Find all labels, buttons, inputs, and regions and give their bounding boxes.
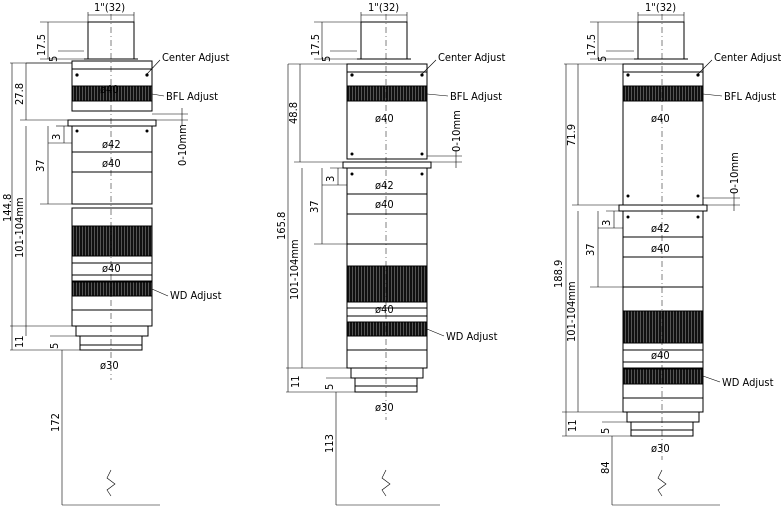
lens-1-d42: ø42 (102, 138, 121, 151)
lens-2-upper-length: 48.8 (287, 102, 300, 124)
lens-3-wd-range: 101-104mm (565, 281, 578, 342)
lens-3-dim-3: 3 (600, 220, 613, 226)
lens-2-dim-17-5: 17.5 (309, 34, 322, 56)
lens-2-total-length: 165.8 (275, 212, 288, 240)
lens-3-working-distance: 84 (599, 461, 612, 474)
lens-1-d40-top: ø40 (100, 83, 119, 96)
lens-3-upper-length: 71.9 (565, 124, 578, 146)
lens-1 (10, 12, 188, 506)
lens-3 (562, 12, 740, 506)
lens-3-dim-5-top: 5 (596, 56, 609, 62)
lens-2-d40-low: ø40 (375, 303, 394, 316)
lens-1-range: 0-10mm (176, 124, 189, 166)
lens-3-dim-5-bottom: 5 (599, 428, 612, 434)
lens-1-d40-low: ø40 (102, 262, 121, 275)
lens-1-dim-5-top: 5 (47, 56, 60, 62)
lens-1-dim-17-5: 17.5 (35, 34, 48, 56)
lens-2-wd-adjust-label: WD Adjust (446, 330, 498, 343)
lens-1-labels: 1"(32) Center Adjust BFL Adjust WD Adjus… (1, 1, 229, 432)
lens-1-dim-37: 37 (34, 159, 47, 172)
lens-3-dim-11: 11 (566, 419, 579, 432)
lens-1-mount-label: 1"(32) (94, 1, 125, 14)
lens-1-working-distance: 172 (49, 413, 62, 432)
lens-3-center-adjust-label: Center Adjust (714, 51, 781, 64)
lens-2-mount-label: 1"(32) (368, 1, 399, 14)
lens-1-wd-adjust-label: WD Adjust (170, 289, 222, 302)
lens-2-d40-top: ø40 (375, 112, 394, 125)
lens-1-dim-5-bottom: 5 (48, 343, 61, 349)
lens-2-d30: ø30 (375, 401, 394, 414)
lens-2-center-adjust-label: Center Adjust (438, 51, 505, 64)
lens-2-dim-5-bottom: 5 (323, 384, 336, 390)
lens-1-dim-3: 3 (50, 134, 63, 140)
lens-1-d30: ø30 (100, 359, 119, 372)
lens-2 (286, 12, 462, 506)
lens-3-labels: 1"(32) Center Adjust BFL Adjust WD Adjus… (552, 1, 781, 474)
lens-2-dim-3: 3 (324, 176, 337, 182)
lens-3-total-length: 188.9 (552, 260, 565, 288)
lens-3-d40-low: ø40 (651, 349, 670, 362)
lens-3-d30: ø30 (651, 442, 670, 455)
lens-1-wd-range: 101-104mm (13, 197, 26, 258)
lens-3-d40-top: ø40 (651, 112, 670, 125)
lens-2-bfl-adjust-label: BFL Adjust (450, 90, 502, 103)
lens-3-mount-label: 1"(32) (645, 1, 676, 14)
lens-2-working-distance: 113 (323, 434, 336, 453)
lens-3-dim-17-5: 17.5 (585, 34, 598, 56)
lens-1-center-adjust-label: Center Adjust (162, 51, 229, 64)
lens-2-dim-37: 37 (308, 200, 321, 213)
lens-1-d40-mid: ø40 (102, 157, 121, 170)
lens-3-d40-mid: ø40 (651, 242, 670, 255)
lens-2-dim-11: 11 (289, 375, 302, 388)
lens-2-d42: ø42 (375, 179, 394, 192)
lens-2-d40-mid: ø40 (375, 198, 394, 211)
lens-3-wd-adjust-label: WD Adjust (722, 376, 774, 389)
lens-1-bfl-adjust-label: BFL Adjust (166, 90, 218, 103)
lens-2-dim-5-top: 5 (320, 56, 333, 62)
lens-3-d42: ø42 (651, 222, 670, 235)
lens-1-dim-11: 11 (13, 335, 26, 348)
lens-2-labels: 1"(32) Center Adjust BFL Adjust WD Adjus… (275, 1, 505, 453)
lens-3-bfl-adjust-label: BFL Adjust (724, 90, 776, 103)
lens-1-total-length: 144.8 (1, 194, 14, 222)
lens-3-dim-37: 37 (584, 243, 597, 256)
lens-3-range: 0-10mm (728, 152, 741, 194)
lens-1-upper-length: 27.8 (13, 83, 26, 105)
lens-2-range: 0-10mm (450, 110, 463, 152)
lens-2-wd-range: 101-104mm (288, 239, 301, 300)
